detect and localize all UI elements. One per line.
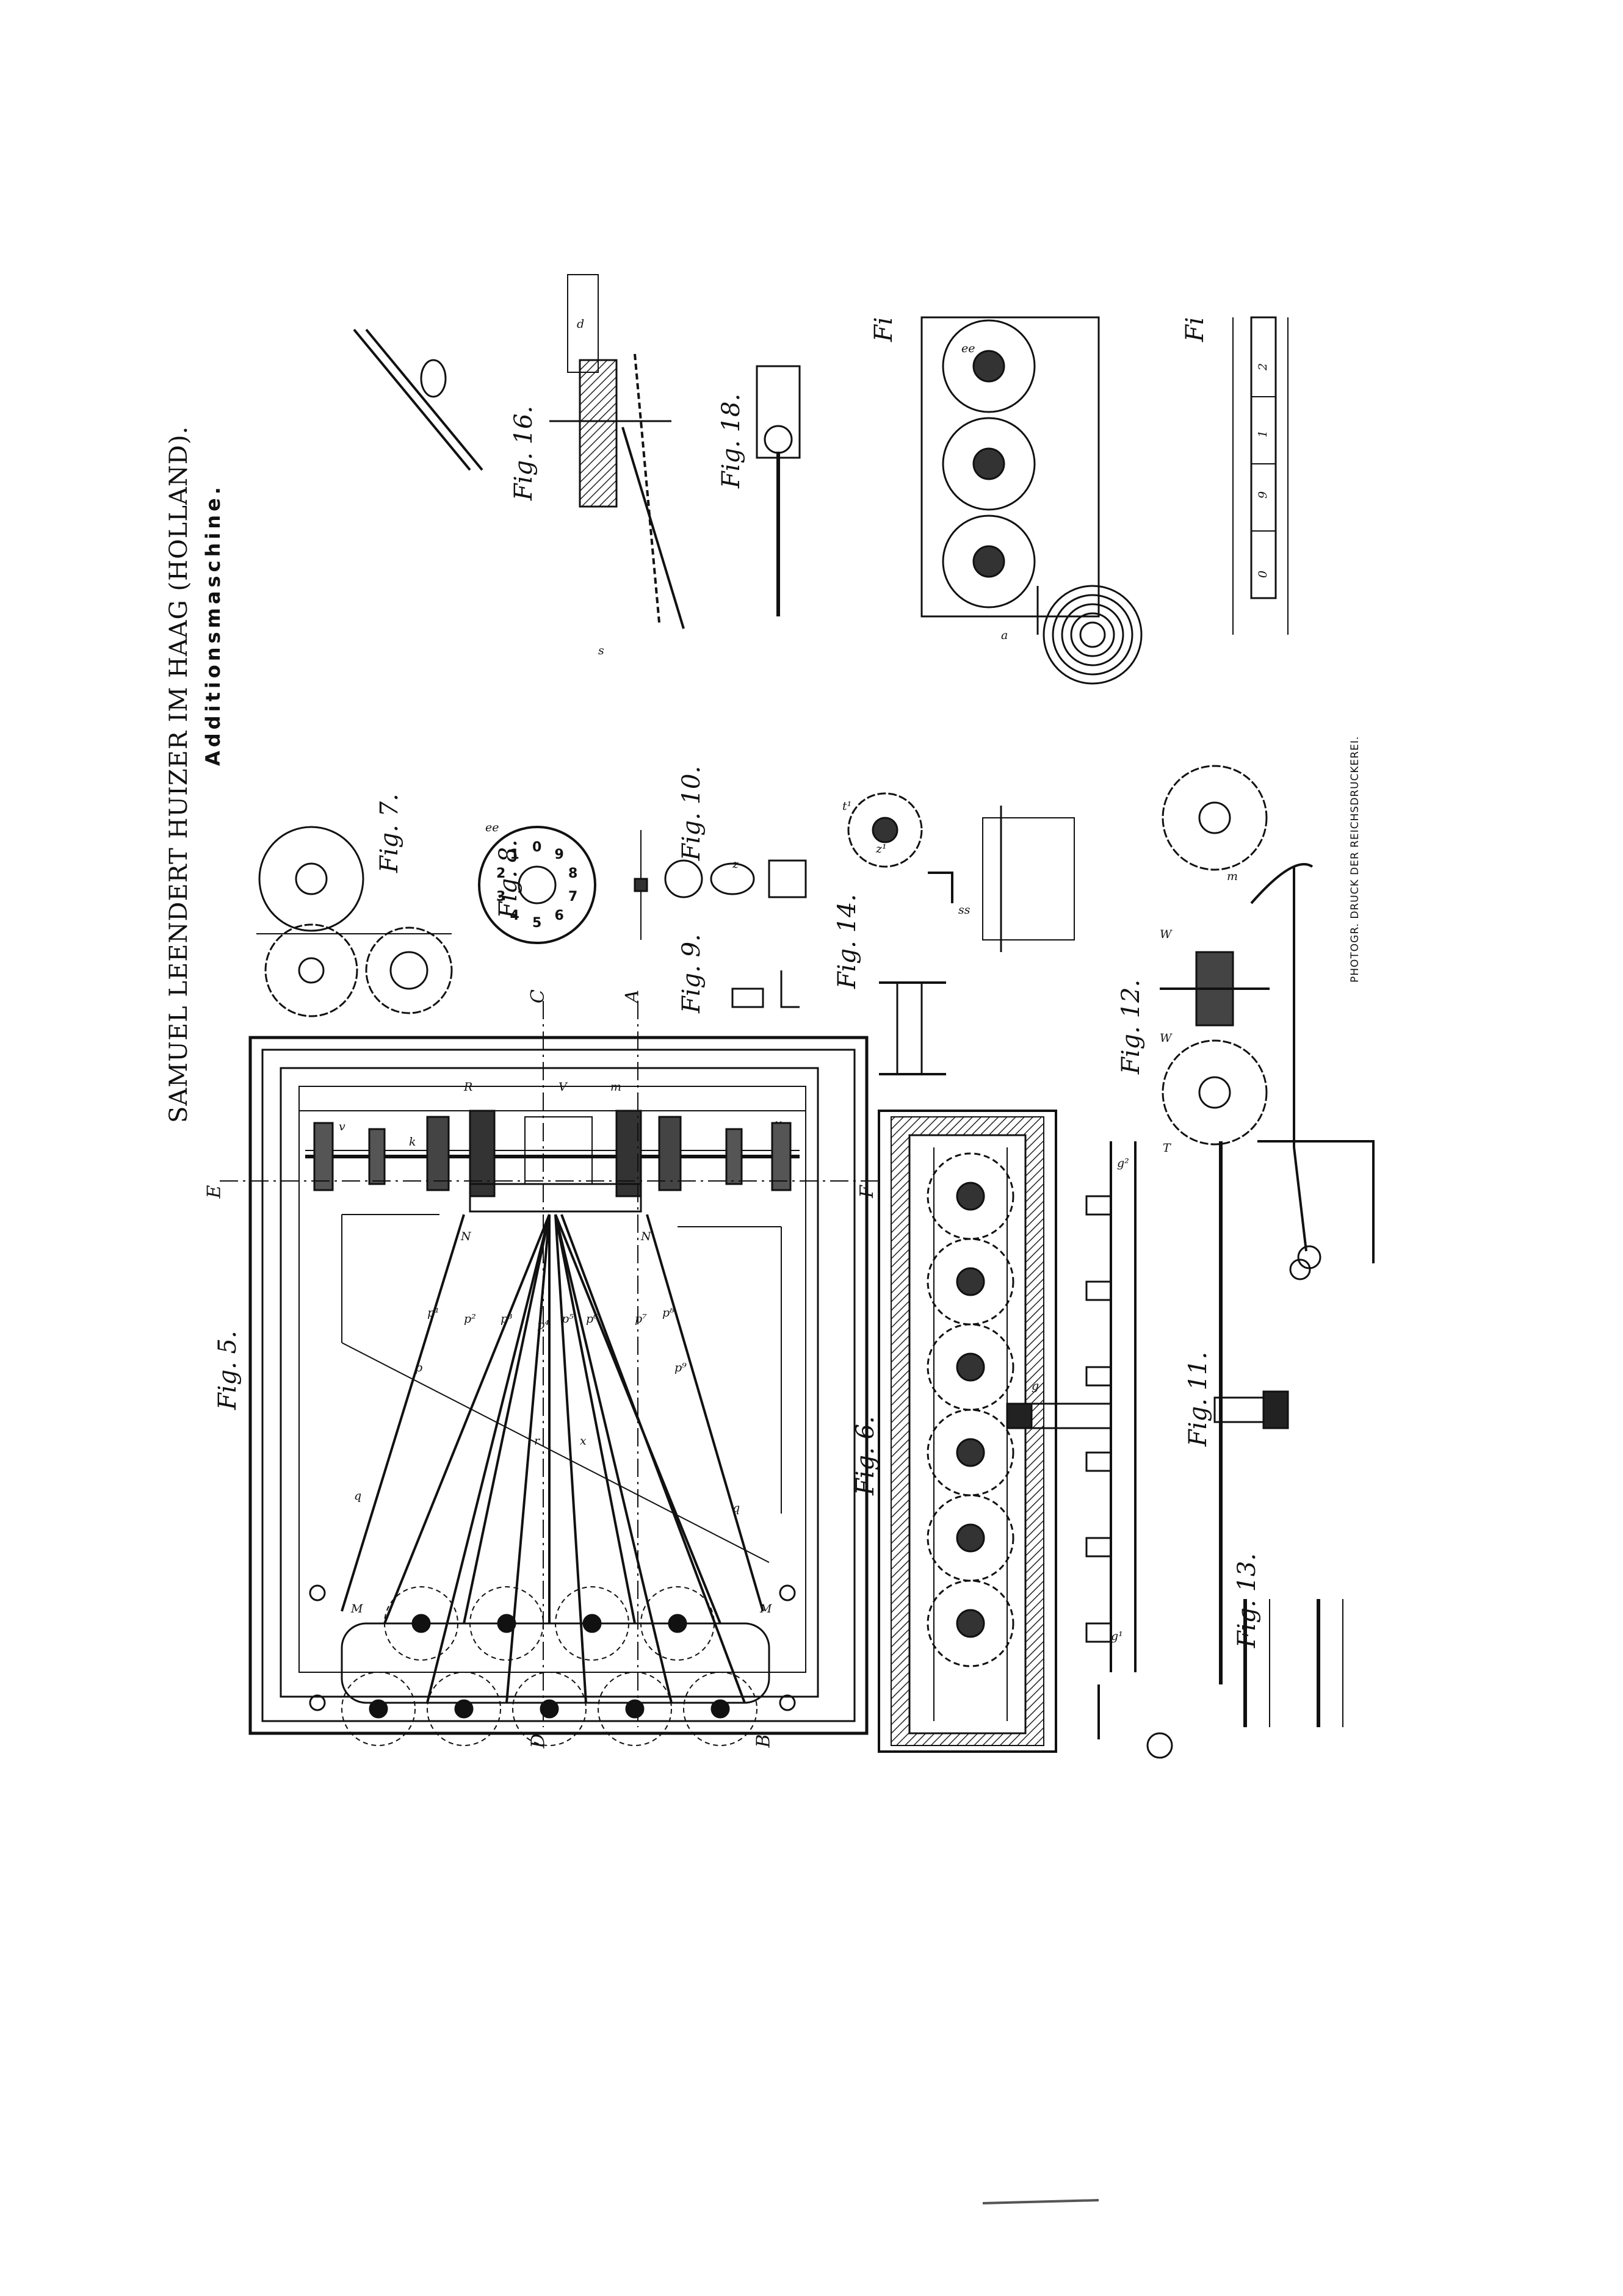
ribbon-unit [920,316,1143,685]
fig13-rods [1243,1599,1343,1727]
label-s: s [598,644,604,657]
label-ss: ss [958,903,971,917]
wheel-digit: 2 [496,865,506,881]
label-W-2: W [1160,1031,1172,1045]
fig5-box [220,1001,879,1746]
wheel-digit: 3 [496,889,506,905]
fig7-gears [256,826,453,1017]
label-g1: g¹ [1111,1630,1123,1643]
fig12-assembly [1160,765,1321,1269]
label-p8: p⁸ [662,1306,674,1319]
tape-digit-0: 0 [1256,570,1270,579]
label-p2: p² [464,1312,476,1326]
label-p9: p⁹ [674,1361,687,1374]
label-t1: t¹ [842,800,852,813]
label-T: T [1163,1141,1171,1155]
fig8-wheel [478,826,648,944]
tape-digit-3: 2 [1256,363,1270,371]
label-ee: ee [485,821,499,834]
fig11-comb [1006,1140,1375,1759]
wheel-digit: 8 [568,865,578,881]
tape-digit-1: 9 [1256,491,1270,499]
label-q: q [354,1489,362,1503]
label-d: d [577,317,585,331]
fig9-10-parts [664,859,807,1008]
tape-digit-2: 1 [1256,430,1270,438]
label-g2: g² [1117,1157,1129,1170]
label-a: a [1001,629,1008,642]
label-N-2: N [641,1230,651,1243]
wheel-digit: 5 [532,915,542,931]
label-p5: p⁵ [562,1312,574,1326]
label-x: x [580,1434,587,1448]
label-M-2: M [760,1602,772,1616]
label-M: M [351,1602,363,1616]
wheel-digit: 9 [554,847,564,862]
label-v: v [339,1120,345,1133]
wheel-digit: 7 [568,889,578,905]
label-k: k [409,1135,416,1149]
tape-strip [1232,316,1289,635]
fig14-wheel [847,792,1075,1075]
wheel-digit: 0 [532,840,542,855]
label-ee-2: ee [961,342,975,355]
fig16-18-parts [549,274,801,629]
fig6-counter [878,1110,1057,1753]
label-z1: z¹ [876,842,887,856]
label-N: N [461,1230,471,1243]
wheel-digit: 4 [510,908,519,924]
wheel-digit: 6 [554,908,564,924]
label-m-fig12: m [1227,870,1238,883]
label-r: r [534,1434,540,1448]
top-fragment [353,328,483,471]
wheel-digit: 1 [510,847,519,862]
label-W: W [1160,928,1172,941]
